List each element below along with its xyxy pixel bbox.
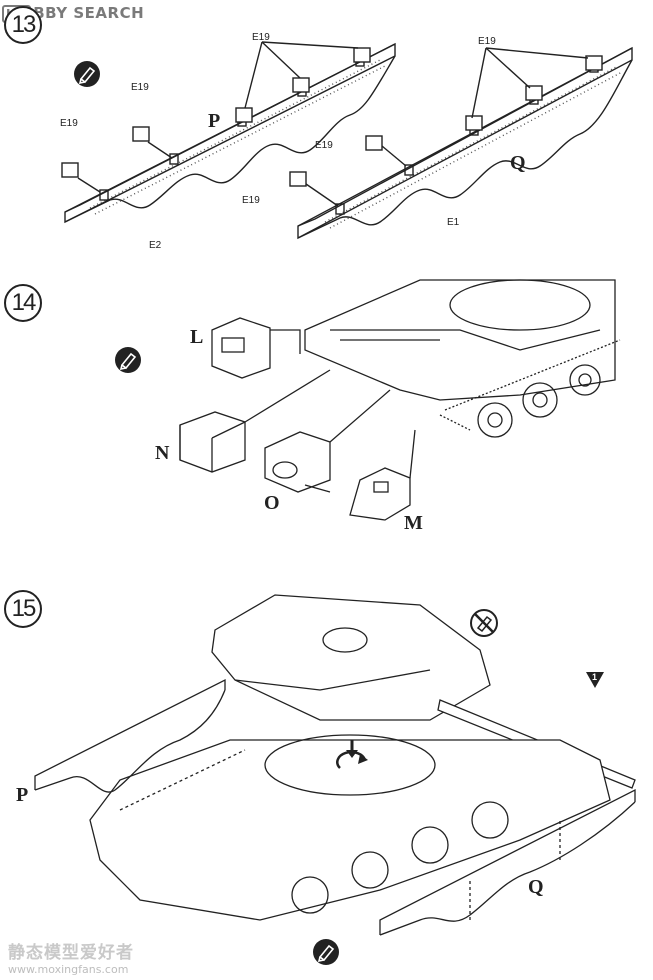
step-number-13: 13 (4, 6, 42, 44)
part-label-e19: E19 (242, 195, 260, 206)
glue-icon (74, 61, 100, 87)
step14-diagram (179, 279, 621, 521)
rotate-arrow-icon (336, 740, 368, 769)
part-label-e19: E19 (131, 82, 149, 93)
assembly-label-q: Q (510, 152, 526, 174)
watermark-chinese: 静态模型爱好者 (8, 943, 134, 963)
watermark: 静态模型爱好者 www.moxingfans.com (8, 938, 134, 976)
marker-number: 1 (592, 672, 598, 682)
part-label-e1: E1 (447, 217, 460, 228)
step13-diagram (61, 41, 633, 240)
part-label-e2: E2 (149, 240, 162, 251)
part-label-o: O (264, 492, 280, 514)
watermark-url: www.moxingfans.com (8, 963, 129, 976)
step-number-14: 14 (4, 284, 42, 322)
step-number-15: 15 (4, 590, 42, 628)
logo-text: BBY SEARCH (33, 4, 145, 22)
glue-icon (115, 347, 141, 373)
part-label-l: L (190, 326, 204, 348)
triangle-marker-icon (586, 672, 604, 688)
part-label-e19: E19 (478, 36, 496, 47)
assembly-label-p: P (208, 110, 221, 132)
assembly-label-p: P (16, 784, 29, 806)
part-label-n: N (155, 442, 170, 464)
assembly-label-q: Q (528, 876, 544, 898)
part-label-e19: E19 (252, 32, 270, 43)
part-label-e19: E19 (315, 140, 333, 151)
step15-diagram (34, 594, 636, 936)
glue-icon (313, 939, 339, 965)
part-label-m: M (404, 512, 423, 534)
part-label-e19: E19 (60, 118, 78, 129)
no-glue-icon (470, 609, 498, 637)
